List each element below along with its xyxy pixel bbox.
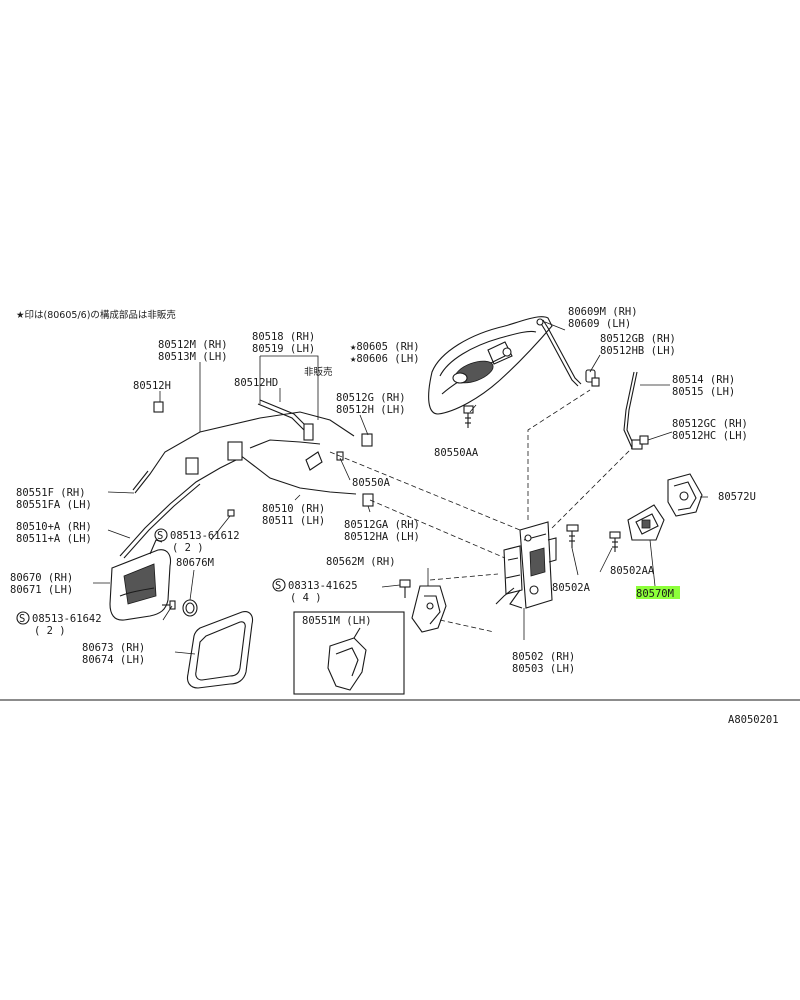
label-80671: 80671 (LH): [10, 584, 73, 596]
s-marker-2: S: [275, 580, 281, 592]
label-80514: 80514 (RH): [672, 374, 735, 386]
label-80512hc: 80512HC (LH): [672, 430, 748, 442]
label-80510a: 80510+A (RH): [16, 521, 92, 533]
s-markers: [16, 528, 286, 625]
diagram-code: A8050201: [728, 714, 779, 726]
s-marker-1: S: [157, 530, 163, 542]
label-80550aa: 80550AA: [434, 447, 479, 459]
label-80502: 80502 (RH): [512, 651, 575, 663]
label-80606: ★80606 (LH): [350, 353, 420, 365]
label-08513-61612-qty: ( 2 ): [172, 542, 204, 554]
label-08513-61612: 08513-61612: [170, 530, 240, 542]
label-08513-61642-qty: ( 2 ): [34, 625, 66, 637]
assembly-guide-lines: [329, 389, 633, 633]
label-08313-41625: 08313-41625: [288, 580, 358, 592]
cap-80676m-drawing: [182, 599, 198, 617]
leader-lines: [93, 321, 708, 655]
screw-08513-61642-drawing: [162, 600, 176, 610]
label-80674: 80674 (LH): [82, 654, 145, 666]
label-80551m: 80551M (LH): [302, 615, 372, 627]
label-80510: 80510 (RH): [262, 503, 325, 515]
label-80513m: 80513M (LH): [158, 351, 228, 363]
label-80511: 80511 (LH): [262, 515, 325, 527]
clips-drawing: [153, 401, 374, 517]
box-80551m: [293, 611, 405, 695]
label-80512m: 80512M (RH): [158, 339, 228, 351]
escutcheon-80673-drawing: [186, 611, 254, 689]
label-80670: 80670 (RH): [10, 572, 73, 584]
label-80609: 80609 (LH): [568, 318, 631, 330]
shim-80572u-drawing: [667, 473, 703, 517]
label-80570m: 80570M: [636, 588, 674, 600]
label-80512ga: 80512GA (RH): [344, 519, 420, 531]
bracket-80562m-drawing: [411, 585, 447, 633]
label-80502a: 80502A: [552, 582, 591, 594]
screw-80502a-drawing: [566, 524, 579, 548]
label-80515: 80515 (LH): [672, 386, 735, 398]
rod-80609m-drawing: [536, 318, 600, 387]
label-80673: 80673 (RH): [82, 642, 145, 654]
label-80512h-lh: 80512H (LH): [336, 404, 406, 416]
label-80551fa: 80551FA (LH): [16, 499, 92, 511]
label-80512gb: 80512GB (RH): [600, 333, 676, 345]
striker-80570m-drawing: [627, 504, 665, 541]
label-80512g: 80512G (RH): [336, 392, 406, 404]
note-not-sold: ★印は(80605/6)の構成部品は非販売: [16, 309, 176, 321]
label-80562m: 80562M (RH): [326, 556, 396, 568]
s-marker-3: S: [19, 613, 25, 625]
remote-rods-drawing: [119, 399, 357, 559]
label-80518: 80518 (RH): [252, 331, 315, 343]
screw-80502aa-drawing: [609, 531, 621, 552]
label-80551f: 80551F (RH): [16, 487, 86, 499]
label-80512hd: 80512HD: [234, 377, 278, 389]
bolt-08313-41625-drawing: [399, 579, 411, 598]
label-80605: ★80605 (RH): [350, 341, 420, 353]
label-non-sale: 非販売: [304, 366, 333, 378]
label-80512ha: 80512HA (LH): [344, 531, 420, 543]
bolt-80550aa-drawing: [463, 405, 474, 428]
label-80572u: 80572U: [718, 491, 756, 503]
label-80512h: 80512H: [133, 380, 171, 392]
label-80512hb: 80512HB (LH): [600, 345, 676, 357]
label-80550a: 80550A: [352, 477, 391, 489]
label-80511a: 80511+A (LH): [16, 533, 92, 545]
label-80609m: 80609M (RH): [568, 306, 638, 318]
door-lock-80502-drawing: [495, 521, 557, 609]
label-80676m: 80676M: [176, 557, 214, 569]
highlight-80570m: [636, 586, 680, 599]
outside-handle-drawing: [428, 316, 553, 415]
label-08513-61642: 08513-61642: [32, 613, 102, 625]
label-80519: 80519 (LH): [252, 343, 315, 355]
label-08313-41625-qty: ( 4 ): [290, 592, 322, 604]
label-80503: 80503 (LH): [512, 663, 575, 675]
inside-handle-80670-drawing: [109, 539, 172, 621]
label-80502aa: 80502AA: [610, 565, 655, 577]
rod-80514-drawing: [623, 371, 649, 450]
label-80512gc: 80512GC (RH): [672, 418, 748, 430]
